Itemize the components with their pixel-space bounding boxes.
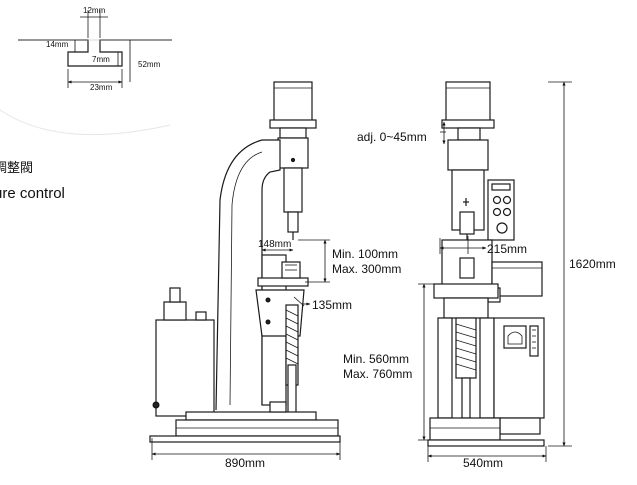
dim-bottom-width: 23mm [90, 83, 113, 92]
dim-height: 1620mm [569, 257, 616, 271]
dim-table-min: Min. 560mm [343, 352, 409, 366]
front-spindle [459, 211, 475, 235]
side-table [257, 277, 309, 287]
dim-depth: 890mm [225, 456, 265, 470]
side-spindle [283, 167, 303, 213]
tslot-inset: 12mm 14mm 7mm 23mm 52mm [0, 6, 172, 136]
dim-top-height: 14mm [46, 40, 69, 49]
dim-stroke-min: Min. 100mm [332, 247, 398, 261]
dim-slot-depth: 7mm [92, 55, 110, 64]
front-view-machine [427, 81, 545, 447]
legend-chinese: 調整閥 [0, 160, 33, 175]
front-motor [445, 81, 491, 123]
front-table [433, 283, 499, 299]
dim-table-offset: 135mm [312, 298, 352, 312]
dim-head-width: 215mm [487, 242, 527, 256]
side-view-dimensions: 148mm Min. 100mm Max. 300mm 135mm 890mm [151, 238, 401, 470]
dim-top-width: 12mm [83, 6, 106, 15]
inset-border-arc [0, 109, 171, 136]
front-head [447, 139, 489, 171]
side-base-top [185, 411, 317, 421]
side-motor [273, 81, 313, 123]
tslot-profile [18, 39, 172, 67]
legend-english: ure control [0, 185, 65, 202]
dim-stroke-max: Max. 300mm [332, 262, 401, 276]
dim-total-height: 52mm [138, 60, 161, 69]
dim-width: 540mm [463, 456, 503, 470]
dim-adjust: adj. 0~45mm [357, 130, 427, 144]
side-pump-box [155, 319, 215, 417]
dim-throat: 148mm [258, 239, 291, 250]
front-view-dimensions: adj. 0~45mm 215mm Min. 560mm Max. 760mm … [343, 81, 616, 470]
side-head [277, 137, 309, 169]
dim-line [293, 296, 305, 307]
dim-table-max: Max. 760mm [343, 367, 412, 381]
front-base [429, 417, 501, 441]
side-view-machine [149, 81, 341, 443]
